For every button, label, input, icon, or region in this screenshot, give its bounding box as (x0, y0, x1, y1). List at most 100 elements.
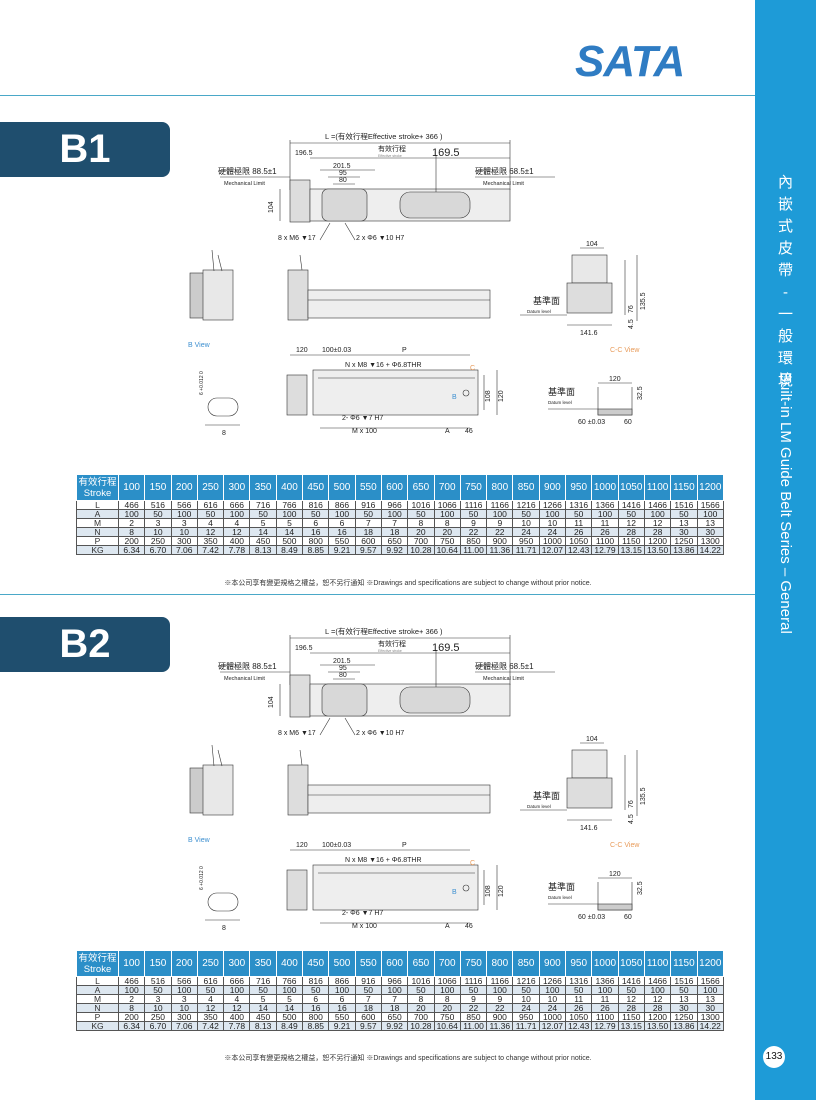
drawing-label: Effective stroke (378, 649, 402, 653)
stroke-col-header: 150 (144, 474, 172, 501)
stroke-col-header: 150 (144, 950, 172, 977)
stroke-label-cn: 有效行程 (78, 952, 117, 964)
drawing-label: B (452, 394, 457, 401)
table-cell: 6.34 (117, 1021, 146, 1031)
char: - (783, 284, 788, 301)
drawing-label: 硬體極限 68.5±1 (475, 166, 534, 176)
stroke-col-header: 600 (380, 950, 409, 977)
char: 般 (777, 328, 793, 345)
stroke-col-header: 600 (380, 474, 409, 501)
drawing-label: 46 (465, 428, 473, 435)
drawing-line (307, 289, 491, 319)
drawing-line (344, 222, 356, 241)
stroke-label-en: Stroke (83, 963, 112, 975)
table-cell: 9.92 (380, 1021, 409, 1031)
table-cell: 11.00 (459, 1021, 488, 1031)
stroke-col-header: 200 (170, 950, 198, 977)
drawing-label: 基準面 (548, 881, 575, 892)
drawing-label: 108 (485, 390, 492, 402)
stroke-col-header: 400 (275, 474, 304, 501)
table-cell: 7.78 (223, 1021, 251, 1031)
table-cell: 10.28 (407, 1021, 435, 1031)
side-views (189, 742, 638, 821)
table-cell: 10.64 (433, 545, 461, 555)
drawing-line (319, 717, 331, 736)
stroke-col-header: 550 (354, 474, 382, 501)
side-views (189, 247, 638, 326)
stroke-col-header: 300 (223, 474, 251, 501)
drawing-line (207, 397, 239, 417)
drawing-line (399, 686, 471, 714)
drawing-label: P (402, 842, 407, 849)
drawing-line (566, 777, 613, 809)
table-cell: 14.22 (696, 545, 725, 555)
drawing-line (571, 254, 608, 284)
table-cell: 6.34 (117, 545, 146, 555)
drawing-label: 32.5 (637, 386, 644, 400)
drawing-label: 6 +0.012 0 (199, 371, 205, 395)
drawing-label: 201.5 (333, 658, 351, 665)
stroke-col-header: 400 (275, 950, 304, 977)
stroke-col-header: 250 (196, 474, 225, 501)
technical-drawing: L =(有效行程Effective stroke+ 366 ) 196.5 有效… (188, 626, 647, 932)
notice: ※本公司享有變更規格之權益，恕不另行通知 ※Drawings and speci… (224, 1055, 592, 1062)
drawing-label: 8 x M6 ▼17 (278, 730, 316, 737)
drawing-label: 76 (628, 800, 635, 808)
drawing-line: 104 基準面 Datum level 141.6 135.5 76 4.5 (527, 736, 647, 832)
drawing-label: 有效行程 (378, 144, 406, 153)
table-cell: 8.13 (249, 1021, 277, 1031)
drawing-label: 100±0.03 (322, 842, 351, 849)
stroke-col-header: 100 (117, 474, 146, 501)
b-view-detail (205, 892, 240, 921)
drawing-label: 2- Φ6 ▼7 H7 (342, 415, 383, 422)
table-cell: 8.49 (275, 1021, 304, 1031)
drawing-label: 100±0.03 (322, 347, 351, 354)
stroke-col-header: 900 (538, 474, 567, 501)
char: 內 (777, 174, 793, 191)
stroke-col-header: 650 (407, 474, 435, 501)
stroke-col-header: 850 (512, 950, 540, 977)
drawing-label: 硬體極限 88.5±1 (218, 661, 277, 671)
drawing-label: 60 ±0.03 (578, 419, 605, 426)
drawing-line: 120 100±0.03 P N x M8 ▼16 + Φ6.8THR 108 … (296, 842, 505, 930)
drawing-line (399, 191, 471, 219)
drawing-label: C-C View (610, 347, 640, 354)
drawing-label: Mechanical Limit (224, 181, 265, 187)
table-cell: 13.86 (670, 545, 698, 555)
drawing-label: L =(有效行程Effective stroke+ 366 ) (325, 626, 443, 636)
drawing-label: 104 (586, 736, 598, 743)
drawing-line (289, 674, 311, 718)
drawing-label: B (452, 889, 457, 896)
chapter-sidebar: 內 嵌 式 皮 帶 - 一 般 環 境 Built-in LM Guide Be… (755, 0, 816, 1100)
stroke-col-header: 750 (459, 950, 488, 977)
drawing-label: 104 (268, 696, 275, 708)
stroke-col-header: 450 (302, 950, 330, 977)
stroke-col-header: 350 (249, 950, 277, 977)
drawing-label: 46 (465, 923, 473, 930)
drawing-line (286, 869, 308, 911)
stroke-col-header: 800 (486, 474, 514, 501)
svg-text:SATA: SATA (575, 38, 684, 80)
char: 環 (777, 350, 793, 367)
drawing-label: B View (188, 342, 211, 349)
stroke-col-header: 950 (565, 474, 593, 501)
stroke-col-header: 550 (354, 950, 382, 977)
drawing-label: 4.5 (628, 319, 635, 329)
drawing-label: 120 (498, 885, 505, 897)
char: 帶 (777, 262, 793, 279)
drawing-label: 95 (339, 170, 347, 177)
table-cell: 7.42 (196, 1021, 225, 1031)
drawing-label: 201.5 (333, 163, 351, 170)
drawing-label: 硬體極限 88.5±1 (218, 166, 277, 176)
drawing-label: 104 (586, 241, 598, 248)
table-cell: 12.79 (591, 1021, 619, 1031)
drawing-label: 141.6 (580, 825, 598, 832)
table-cell: 13.15 (617, 1021, 645, 1031)
drawing-label: N x M8 ▼16 + Φ6.8THR (345, 857, 422, 864)
drawing-label: Mechanical Limit (483, 181, 524, 187)
table-cell: 12.43 (565, 545, 593, 555)
drawing-line (566, 282, 613, 314)
